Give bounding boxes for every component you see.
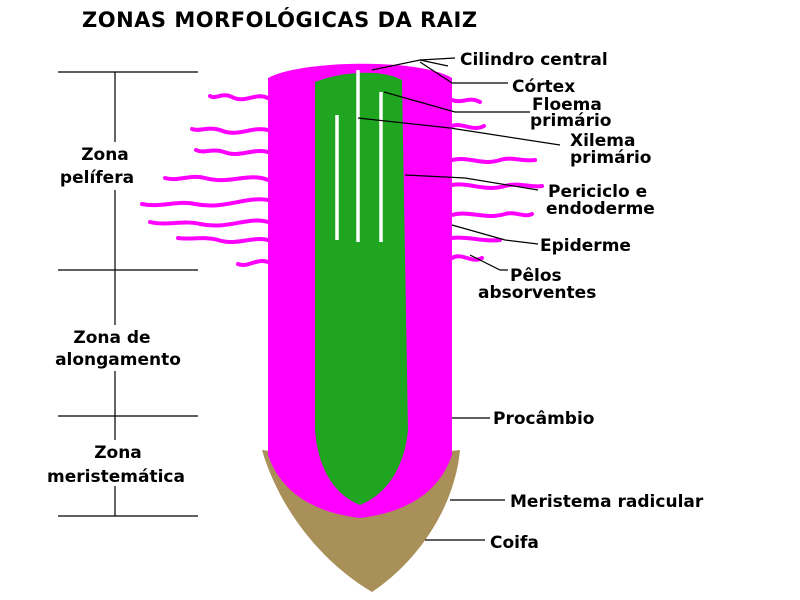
- label-pelos-1: Pêlos: [510, 266, 562, 286]
- zone-meristematica-label-2: meristemática: [47, 467, 185, 487]
- diagram-title: ZONAS MORFOLÓGICAS DA RAIZ: [82, 7, 478, 32]
- central-cylinder: [315, 72, 408, 505]
- zone-alongamento-label-1: Zona de: [73, 328, 150, 348]
- label-pelos-2: absorventes: [478, 283, 596, 303]
- zone-pelifera-label-1: Zona: [81, 145, 129, 165]
- zone-alongamento-label-2: alongamento: [55, 350, 181, 370]
- label-procambio: Procâmbio: [493, 409, 594, 429]
- label-meristema-radicular: Meristema radicular: [510, 492, 704, 512]
- label-periciclo-1: Periciclo e: [548, 182, 647, 202]
- label-xilema-1: Xilema: [570, 131, 635, 151]
- label-periciclo-2: endoderme: [546, 199, 655, 219]
- vascular-strands: [335, 70, 383, 242]
- label-coifa: Coifa: [490, 533, 539, 553]
- zone-meristematica-label-1: Zona: [94, 443, 142, 463]
- leader-lines: [357, 57, 561, 541]
- label-floema-1: Floema: [532, 95, 602, 115]
- root-hairs: [140, 93, 544, 267]
- zone-pelifera-label-2: pelífera: [60, 168, 134, 188]
- label-cilindro-central: Cilindro central: [460, 50, 608, 70]
- label-epiderme: Epiderme: [540, 236, 631, 256]
- label-cortex: Córtex: [512, 77, 575, 97]
- label-xilema-2: primário: [570, 148, 651, 168]
- label-floema-2: primário: [530, 111, 611, 131]
